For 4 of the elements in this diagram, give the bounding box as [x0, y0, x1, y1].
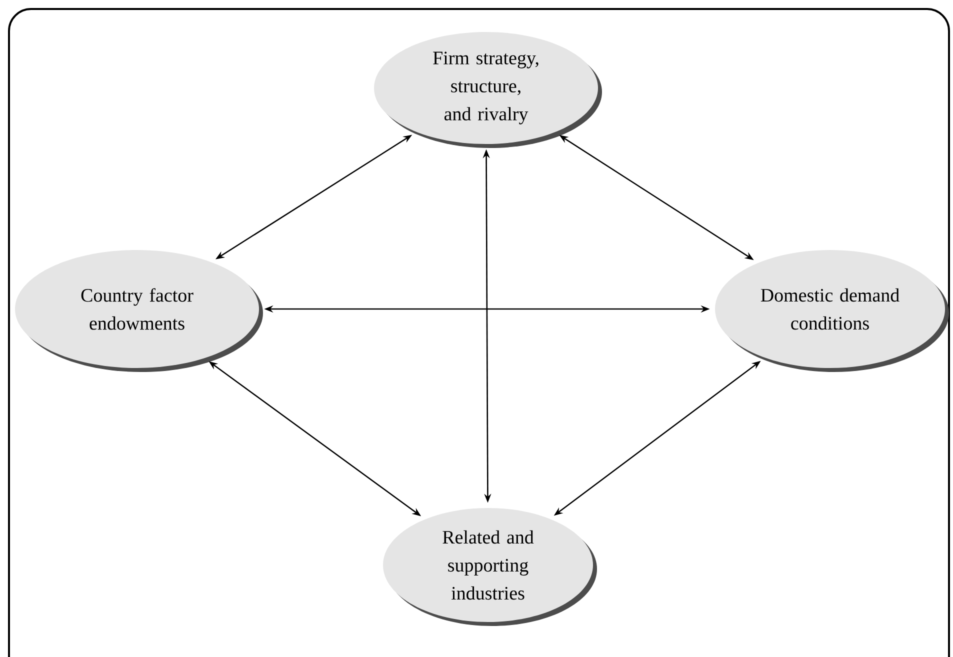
ellipse-node: Firm strategy, structure, and rivalry [374, 32, 602, 148]
ellipse-node: Domestic demand conditions [715, 250, 949, 372]
ellipse-node: Related and supporting industries [383, 508, 597, 626]
ellipse-node: Country factor endowments [15, 250, 263, 372]
